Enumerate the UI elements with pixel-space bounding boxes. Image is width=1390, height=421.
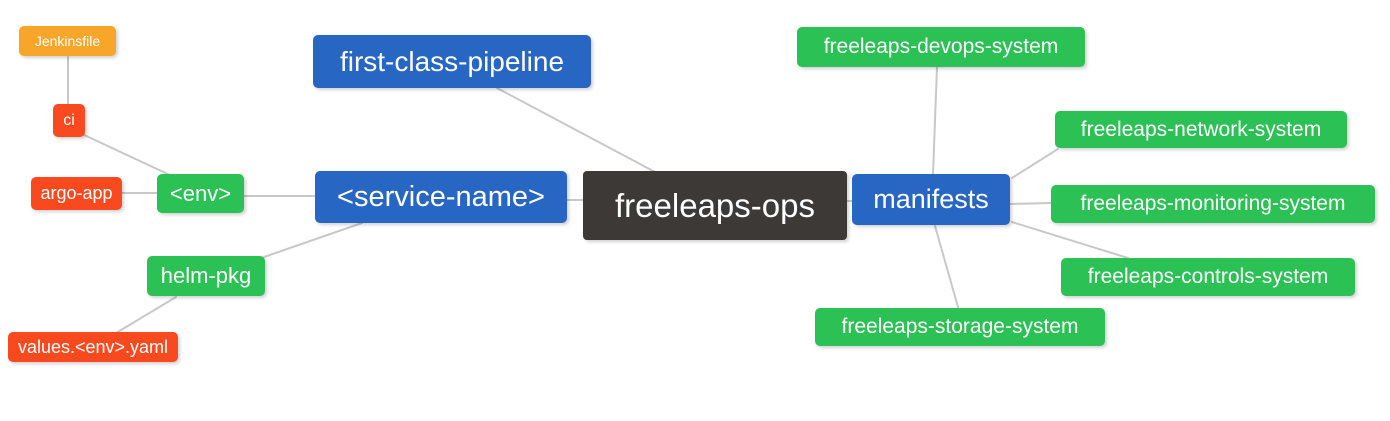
edge-root-first-class-pipeline [496, 87, 656, 173]
edge-manifests-devops [932, 66, 938, 175]
node-freeleaps-devops-system[interactable]: freeleaps-devops-system [797, 27, 1085, 67]
node-freeleaps-ops-root[interactable]: freeleaps-ops [583, 171, 847, 240]
edge-helm-pkg-values [115, 296, 177, 334]
edge-manifests-network [1011, 148, 1059, 179]
edge-manifests-monitoring [1009, 202, 1052, 205]
node-first-class-pipeline[interactable]: first-class-pipeline [313, 35, 591, 88]
node-service-name[interactable]: <service-name> [315, 171, 567, 223]
node-jenkinsfile[interactable]: Jenkinsfile [19, 26, 116, 56]
node-freeleaps-storage-system[interactable]: freeleaps-storage-system [815, 308, 1105, 346]
node-freeleaps-monitoring-system[interactable]: freeleaps-monitoring-system [1051, 185, 1375, 223]
node-freeleaps-network-system[interactable]: freeleaps-network-system [1055, 111, 1347, 148]
edge-manifests-controls [1011, 221, 1129, 259]
node-ci[interactable]: ci [53, 104, 85, 137]
node-argo-app[interactable]: argo-app [31, 177, 122, 210]
edge-env-ci [81, 133, 173, 177]
edge-manifests-storage [934, 225, 959, 308]
node-manifests[interactable]: manifests [852, 174, 1010, 225]
node-helm-pkg[interactable]: helm-pkg [147, 256, 265, 296]
node-env[interactable]: <env> [157, 174, 244, 213]
node-freeleaps-controls-system[interactable]: freeleaps-controls-system [1061, 258, 1355, 296]
edge-layer [67, 56, 1129, 334]
edge-service-name-helm-pkg [263, 222, 363, 258]
node-values-env-yaml[interactable]: values.<env>.yaml [8, 332, 178, 362]
